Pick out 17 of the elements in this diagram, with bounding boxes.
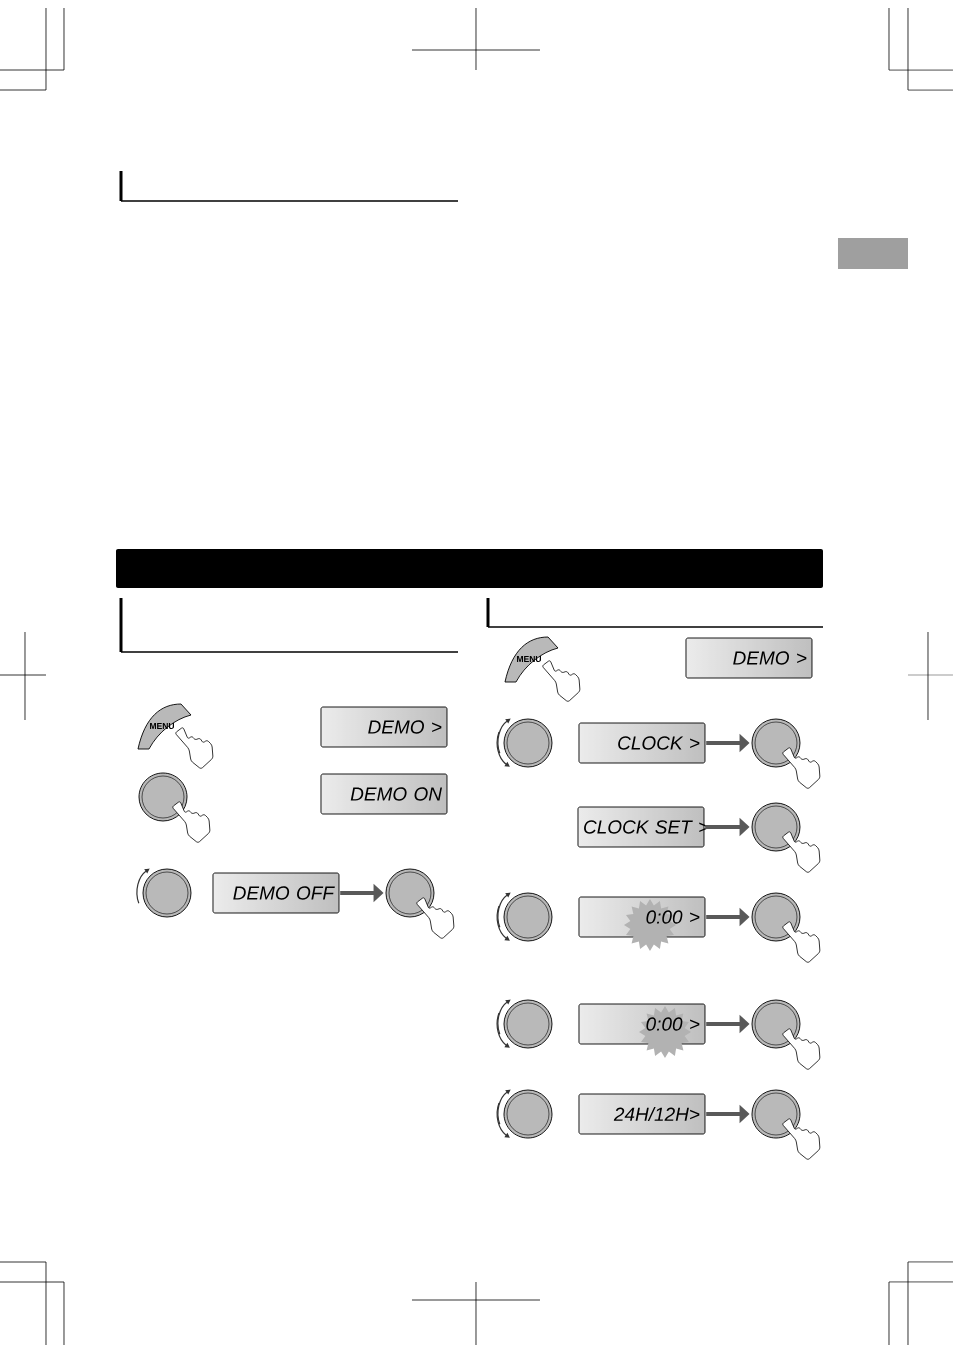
display-screen: DEMO > xyxy=(685,637,813,679)
title-band xyxy=(116,549,823,588)
menu-button: MENU xyxy=(504,636,581,702)
display-screen: 24H/12H> xyxy=(578,1093,706,1135)
display-screen: DEMO ON xyxy=(320,773,448,815)
menu-button: MENU xyxy=(137,703,214,769)
push-knob xyxy=(751,892,821,963)
push-knob xyxy=(751,802,821,873)
push-knob xyxy=(751,999,821,1070)
display-screen: CLOCK > xyxy=(578,722,706,764)
display-screen: DEMO > xyxy=(320,706,448,748)
display-screen: 0:00 > xyxy=(578,1003,706,1058)
push-knob xyxy=(385,868,455,939)
display-screen: 0:00 > xyxy=(578,896,706,951)
push-knob xyxy=(751,718,821,789)
display-screen: DEMO OFF xyxy=(212,872,340,914)
push-knob xyxy=(751,1089,821,1160)
